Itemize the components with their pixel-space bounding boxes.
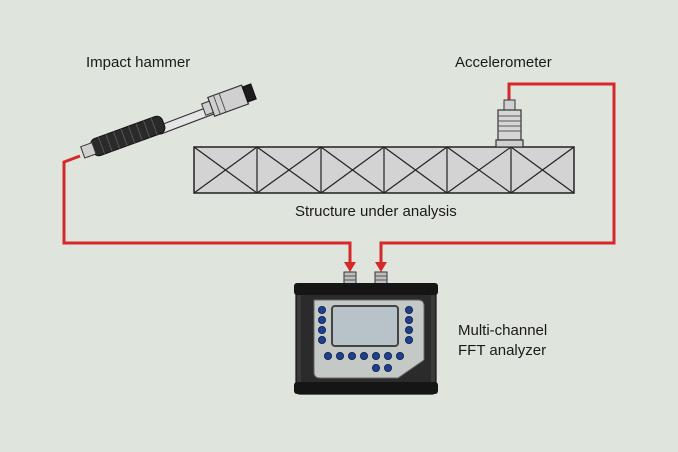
accelerometer-cable	[379, 82, 616, 265]
analyzer-label-line2: FFT analyzer	[458, 342, 547, 359]
hammer-cable-arrow	[344, 262, 356, 272]
analyzer-label: Multi-channel FFT analyzer	[458, 321, 547, 361]
hammer-cable	[62, 154, 352, 265]
analyzer-connectors	[343, 271, 388, 285]
structure-label: Structure under analysis	[295, 203, 457, 220]
fft-analyzer-icon	[294, 283, 438, 395]
accelerometer-icon	[495, 99, 524, 148]
impact-hammer-label: Impact hammer	[86, 54, 191, 71]
analyzer-label-line1: Multi-channel	[458, 322, 548, 339]
truss-structure	[193, 146, 575, 194]
accelerometer-label: Accelerometer	[455, 54, 552, 71]
impact-hammer-icon	[80, 83, 257, 159]
accelerometer-cable-arrow	[375, 262, 387, 272]
